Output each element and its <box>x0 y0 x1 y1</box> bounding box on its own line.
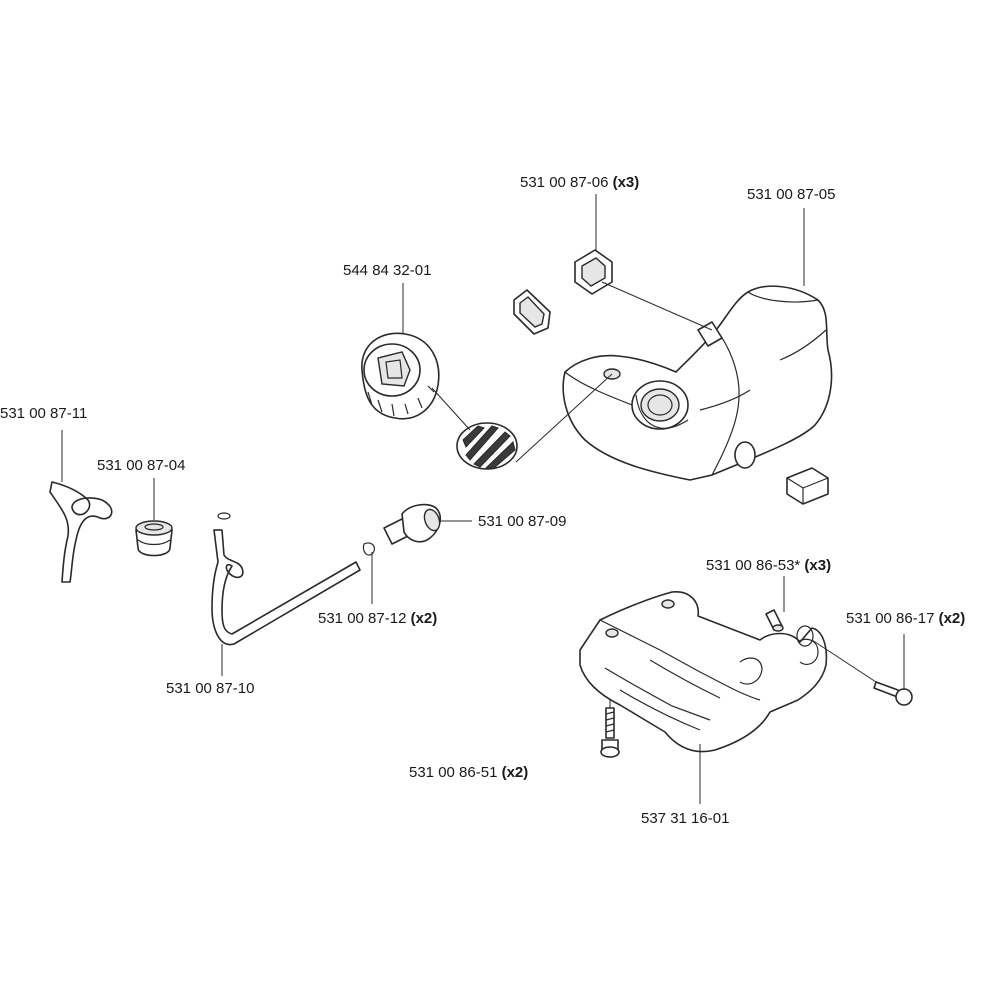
label-part-531-00-86-53: 531 00 86-53* (x3) <box>706 557 832 574</box>
cap-seal <box>456 422 518 470</box>
label-part-531-00-87-09: 531 00 87-09 <box>478 513 567 530</box>
grommet-2 <box>513 289 551 335</box>
label-part-531-00-87-12: 531 00 87-12 (x2) <box>318 610 438 627</box>
hose-clamp <box>362 542 376 556</box>
screw-long <box>873 681 913 706</box>
label-part-531-00-87-04: 531 00 87-04 <box>97 457 186 474</box>
label-part-544-84-32-01: 544 84 32-01 <box>343 262 432 279</box>
label-part-531-00-86-51: 531 00 86-51 (x2) <box>409 764 529 781</box>
pickup-hose <box>49 481 113 583</box>
grommet-3 <box>786 467 829 505</box>
label-part-531-00-87-10: 531 00 87-10 <box>166 680 255 697</box>
fuel-cap <box>361 332 440 420</box>
fuel-tank <box>562 285 833 481</box>
screw-short <box>600 707 620 758</box>
label-part-537-31-16-01: 537 31 16-01 <box>641 810 730 827</box>
label-part-531-00-87-11: 531 00 87-11 <box>0 405 88 422</box>
inline-filter <box>383 503 442 545</box>
leader-lines <box>61 194 905 804</box>
fuel-line <box>211 512 361 646</box>
spacer <box>765 609 814 647</box>
label-part-531-00-86-17: 531 00 86-17 (x2) <box>846 610 966 627</box>
label-part-531-00-87-06: 531 00 87-06 (x3) <box>520 174 640 191</box>
grommet-1 <box>574 249 613 295</box>
label-part-531-00-87-05: 531 00 87-05 <box>747 186 836 203</box>
fuel-filter <box>135 520 173 557</box>
tank-bracket <box>579 591 828 753</box>
